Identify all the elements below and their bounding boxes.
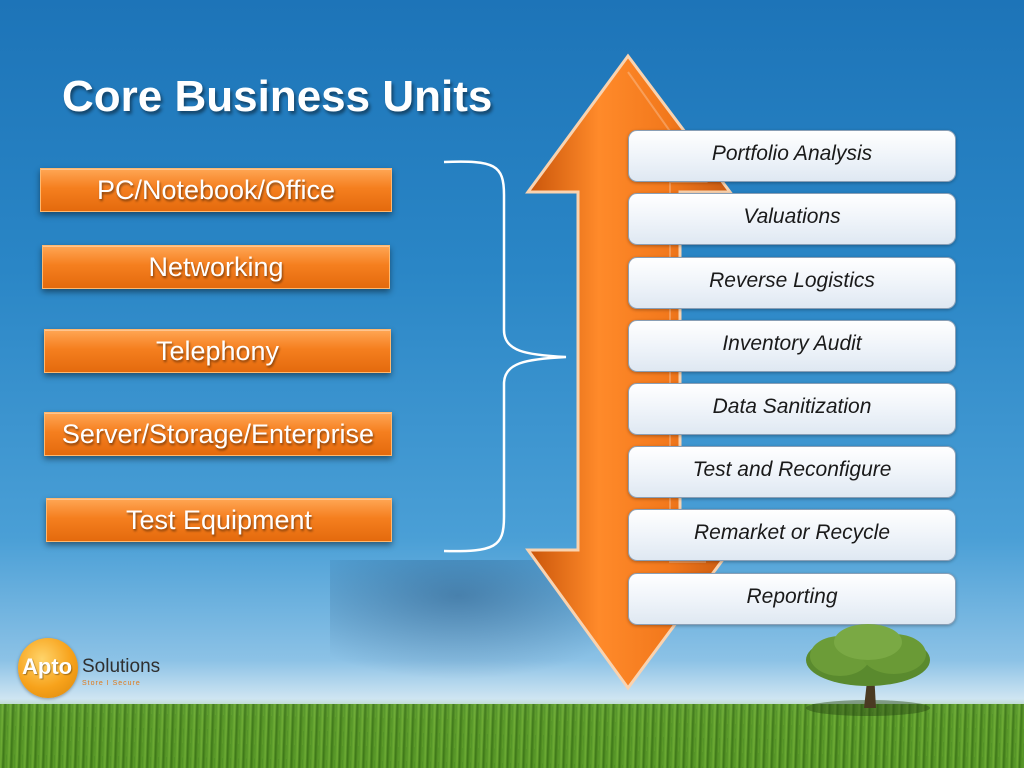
- tree-icon: [806, 624, 930, 716]
- unit-networking: Networking: [42, 245, 390, 289]
- unit-pc-notebook-office: PC/Notebook/Office: [40, 168, 392, 212]
- logo-tagline: Store I Secure: [82, 680, 141, 687]
- page-title: Core Business Units: [62, 72, 493, 121]
- apto-solutions-logo: Apto Solutions Store I Secure: [18, 636, 188, 700]
- grass-field: [0, 704, 1024, 768]
- service-portfolio-analysis: Portfolio Analysis: [628, 130, 956, 182]
- unit-test-equipment: Test Equipment: [46, 498, 392, 542]
- logo-name: Solutions: [82, 656, 161, 677]
- unit-telephony: Telephony: [44, 329, 391, 373]
- logo-circle: [18, 638, 78, 698]
- service-reporting: Reporting: [628, 573, 956, 625]
- grouping-brace: [443, 160, 567, 553]
- service-remarket-or-recycle: Remarket or Recycle: [628, 509, 956, 561]
- service-reverse-logistics: Reverse Logistics: [628, 257, 956, 309]
- service-valuations: Valuations: [628, 193, 956, 245]
- logo-mark: Apto: [22, 654, 73, 679]
- unit-server-storage-enterprise: Server/Storage/Enterprise: [44, 412, 392, 456]
- service-data-sanitization: Data Sanitization: [628, 383, 956, 435]
- service-test-and-reconfigure: Test and Reconfigure: [628, 446, 956, 498]
- service-inventory-audit: Inventory Audit: [628, 320, 956, 372]
